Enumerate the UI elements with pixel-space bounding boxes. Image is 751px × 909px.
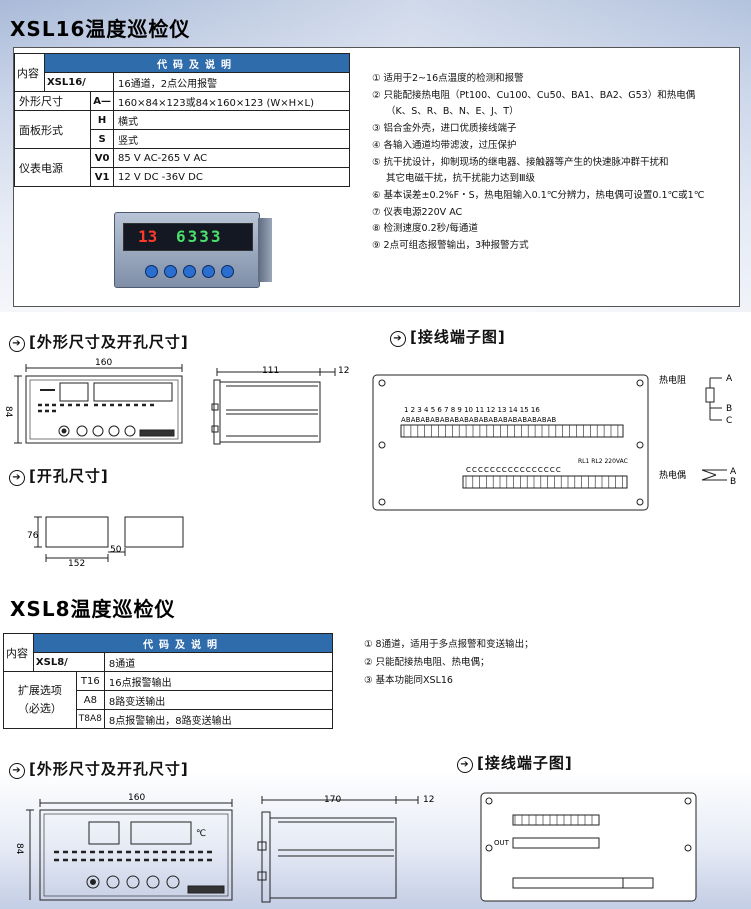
dim-front: 12 (338, 366, 349, 376)
device-side (258, 218, 272, 282)
c-row: CCCCCCCCCCCCCCCC (466, 466, 562, 474)
arrow-icon: ➔ (9, 470, 25, 486)
feature-item: ③ 基本功能同XSL16 (364, 675, 453, 686)
rtd-c: C (726, 416, 732, 426)
opt1-desc: 16点报警输出 (103, 671, 334, 691)
display-value: 6333 (176, 227, 223, 246)
xsl8-side-view (257, 796, 419, 903)
opt2-desc: 8路变送输出 (103, 690, 334, 710)
xsl8-title: XSL8温度巡检仪 (10, 597, 176, 621)
dim-depth: 111 (262, 366, 279, 376)
feature-item: ④ 各输入通道均带滤波，过压保护 (372, 139, 517, 151)
feature-item: ① 适用于2~16点温度的检测和报警 (372, 73, 524, 84)
arrow-icon: ➔ (390, 331, 406, 347)
arrow-icon: ➔ (457, 757, 473, 773)
device-display: 13 6333 (123, 223, 253, 251)
power-v1-desc: 12 V DC -36V DC (112, 167, 351, 187)
ext-label: 扩展选项（必选） (3, 671, 77, 729)
opt2-code: A8 (75, 690, 105, 710)
tc-a: A (730, 467, 737, 477)
xsl16-wiring-heading: ➔[接线端子图] (390, 326, 506, 347)
feature-item: ⑤ 抗干扰设计，抑制现场的继电器、接触器等产生的快速脉冲群干扰和 (372, 156, 669, 168)
xsl8-spec-table: 内容 代码及说明 XSL8/ 8通道 扩展选项（必选） T16 16点报警输出 … (3, 633, 334, 729)
power-v1-code: V1 (90, 167, 114, 187)
opt1-code: T16 (75, 671, 105, 691)
rtd-a: A (726, 374, 733, 384)
xsl8-dim-depth: 170 (324, 795, 341, 805)
feature-item: ⑧ 检测速度0.2秒/每通道 (372, 223, 478, 235)
xsl16-wiring-diagram (372, 374, 727, 511)
xsl8-wiring-diagram (480, 792, 697, 902)
xsl16-front-view (14, 364, 183, 444)
display-channel: 13 (138, 227, 158, 246)
size-label: 外形尺寸 (13, 91, 92, 111)
feature-item: ③ 铝合金外壳，进口优质接线端子 (372, 123, 517, 135)
xsl16-cutout-view (34, 516, 184, 562)
arrow-icon: ➔ (9, 336, 25, 352)
cut-gap: 50 (110, 545, 122, 555)
dim-height: 84 (3, 406, 13, 418)
xsl8-model-code: XSL8/ (32, 652, 105, 672)
rtd-label: 热电阻 (659, 374, 686, 386)
feature-item: ⑨ 2点可组态报警输出，3种报警方式 (372, 240, 529, 252)
tc-b: B (730, 477, 736, 487)
feature-item: ① 8通道，适用于多点报警和变送输出； (364, 639, 534, 650)
rtd-b: B (726, 404, 732, 414)
feature-item: （K、S、R、B、N、E、J、T） (386, 106, 519, 118)
cut-height: 76 (27, 531, 39, 541)
xsl8-dim-width: 160 (128, 793, 145, 803)
relay-label: RL1 RL2 220VAC (578, 458, 628, 465)
panel-label: 面板形式 (13, 110, 92, 149)
cut-width: 152 (68, 559, 85, 569)
out-label: OUT (494, 839, 510, 847)
xsl8-dim-height: 84 (14, 843, 24, 855)
power-label: 仪表电源 (13, 148, 92, 187)
xsl8-model-desc: 8通道 (103, 652, 334, 672)
xsl16-title: XSL16温度巡检仪 (10, 17, 191, 41)
xsl16-dimensions-heading: ➔[外形尺寸及开孔尺寸] (9, 331, 189, 352)
opt3-code: T8A8 (75, 709, 105, 729)
xsl8-dimensions-heading: ➔[外形尺寸及开孔尺寸] (9, 758, 189, 779)
dim-width: 160 (95, 358, 112, 368)
ab-row: ABABABABABABABABABABABABABABABAB (401, 416, 557, 424)
xsl8-table-header: 代码及说明 (32, 633, 334, 653)
xsl16-cutout-heading: ➔[开孔尺寸] (9, 465, 109, 486)
feature-item: 其它电磁干扰，抗干扰能力达到Ⅲ级 (386, 173, 536, 185)
opt3-desc: 8点报警输出，8路变送输出 (103, 709, 334, 729)
xsl16-features: ① 适用于2~16点温度的检测和报警 ② 只能配接热电阻（Pt100、Cu100… (372, 71, 704, 255)
device-buttons (145, 263, 240, 282)
feature-item: ⑥ 基本误差±0.2%F・S，热电阻输入0.1℃分辨力，热电偶可设置0.1℃或1… (372, 189, 705, 201)
content-label: 内容 (14, 53, 45, 92)
xsl8-wiring-heading: ➔[接线端子图] (457, 752, 573, 773)
xsl16-side-view (211, 368, 336, 445)
table-header: 代码及说明 (43, 53, 351, 73)
arrow-icon: ➔ (9, 763, 25, 779)
xsl8-dim-front: 12 (423, 795, 434, 805)
xsl8-front-view (26, 799, 233, 901)
xsl8-content-label: 内容 (3, 633, 34, 672)
feature-item: ⑦ 仪表电源220V AC (372, 206, 463, 218)
xsl16-spec-table: 内容 代码及说明 XSL16/ 16通道，2点公用报警 外形尺寸 A— 160×… (13, 53, 351, 187)
xsl8-features: ① 8通道，适用于多点报警和变送输出； ② 只能配接热电阻、热电偶； ③ 基本功… (364, 636, 534, 690)
xsl8-unit: ℃ (196, 829, 206, 839)
feature-item: ② 只能配接热电阻（Pt100、Cu100、Cu50、BA1、BA2、G53）和… (372, 89, 696, 101)
feature-item: ② 只能配接热电阻、热电偶； (364, 657, 490, 668)
tc-label: 热电偶 (659, 469, 686, 481)
channel-numbers: 1 2 3 4 5 6 7 8 9 10 11 12 13 14 15 16 (404, 406, 540, 414)
device-photo: 13 6333 (114, 212, 260, 288)
